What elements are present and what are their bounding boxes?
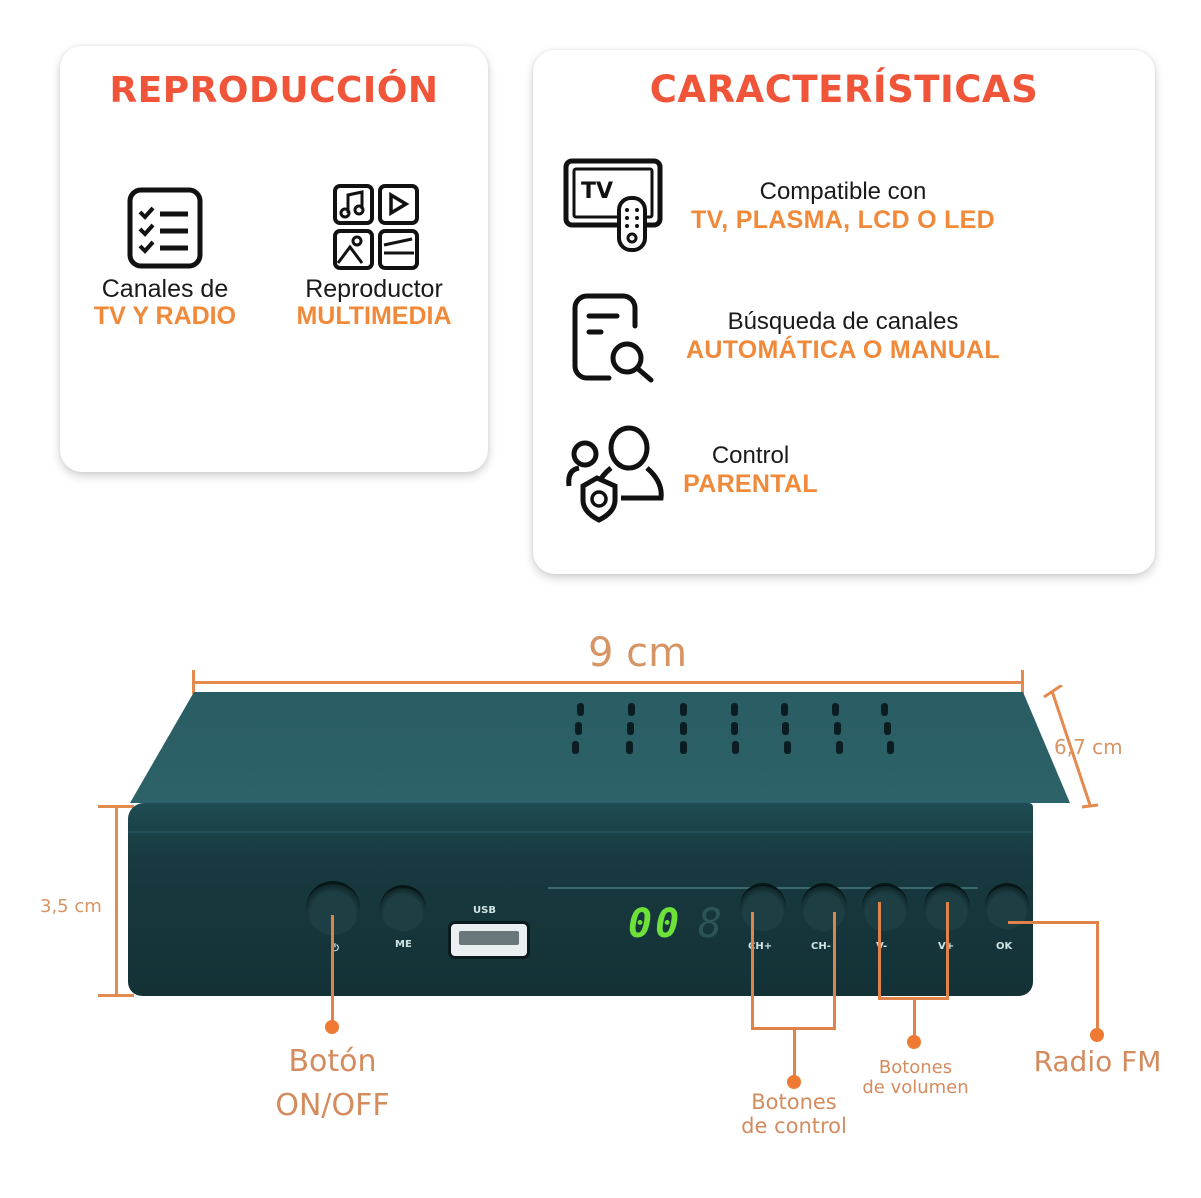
vent: [627, 722, 634, 735]
feature-line1: Búsqueda de canales: [727, 308, 959, 335]
vent: [832, 703, 839, 716]
ok-label: OK: [996, 941, 1013, 952]
control-callout-dot: [787, 1075, 801, 1089]
checklist-icon: [127, 187, 203, 269]
volume-callout-line: [946, 902, 949, 999]
control-callout-stem: [793, 1027, 796, 1082]
callout-line2: de volumen: [862, 1077, 969, 1098]
document-search-icon: [572, 293, 654, 383]
vent: [881, 703, 888, 716]
vol-down-label: V-: [876, 941, 888, 952]
parental-shield-icon: [566, 425, 664, 523]
feature-line2: PARENTAL: [683, 470, 818, 498]
depth-label: 6,7 cm: [1054, 735, 1123, 759]
led-display-ghost: 8: [698, 901, 723, 947]
vent: [834, 722, 841, 735]
volume-callout-dot: [907, 1035, 921, 1049]
svg-text:TV: TV: [581, 179, 613, 204]
callout-line1: Botones: [878, 1057, 953, 1078]
vent: [577, 703, 584, 716]
callout-line1: Botones: [751, 1090, 837, 1114]
feature-line2: MULTIMEDIA: [296, 302, 452, 330]
radio-callout-stem: [1096, 921, 1099, 1031]
ch-up-label: CH+: [748, 941, 773, 952]
menu-button[interactable]: [380, 885, 426, 931]
control-callout-line: [833, 912, 836, 1029]
height-dimension-tick: [98, 994, 134, 997]
front-trim-line: [128, 831, 1033, 833]
vent: [836, 741, 843, 754]
vent: [572, 741, 579, 754]
height-label: 3,5 cm: [40, 896, 102, 917]
callout-line2: de control: [741, 1114, 847, 1138]
power-button-label: ⏻: [331, 943, 339, 954]
power-callout-line: [331, 915, 334, 1025]
callout-line1: Radio FM: [1033, 1045, 1162, 1078]
vent: [887, 741, 894, 754]
width-label: 9 cm: [588, 630, 688, 676]
feature-line2: TV, PLASMA, LCD O LED: [690, 206, 995, 234]
callout-line2: ON/OFF: [275, 1088, 390, 1123]
caracteristicas-card: CARACTERÍSTICAS TV Compatible con TV, PL…: [533, 50, 1155, 574]
power-callout: Botón ON/OFF: [250, 1040, 415, 1128]
feature-line1: Compatible con: [759, 178, 927, 205]
usb-port[interactable]: [448, 921, 530, 959]
ch-down-label: CH-: [811, 941, 831, 952]
feature-multimedia: Reproductor MULTIMEDIA: [284, 276, 464, 330]
width-dimension-tick: [192, 670, 195, 694]
vent: [781, 703, 788, 716]
usb-label: USB: [473, 905, 496, 916]
width-dimension-tick: [1021, 670, 1024, 694]
vent: [732, 741, 739, 754]
radio-callout-line: [1008, 921, 1098, 924]
caracteristicas-title: CARACTERÍSTICAS: [649, 68, 1039, 111]
vent: [784, 741, 791, 754]
radio-callout: Radio FM: [1020, 1048, 1175, 1076]
height-dimension-line: [115, 807, 118, 997]
vent: [680, 722, 687, 735]
multimedia-icon: [333, 184, 419, 270]
vent: [628, 703, 635, 716]
vent: [884, 722, 891, 735]
vent: [575, 722, 582, 735]
led-display: 00: [628, 901, 683, 947]
depth-dimension-line: [1043, 685, 1099, 809]
height-dimension-tick: [98, 805, 134, 808]
radio-callout-dot: [1090, 1028, 1104, 1042]
volume-callout: Botones de volumen: [848, 1058, 983, 1098]
feature-line1: Reproductor: [305, 275, 443, 303]
vol-down-button[interactable]: [862, 883, 908, 931]
feature-line2: TV Y RADIO: [93, 302, 237, 330]
control-callout-line: [751, 912, 754, 1029]
width-dimension-line: [192, 681, 1022, 684]
power-callout-dot: [325, 1020, 339, 1034]
ch-down-button[interactable]: [801, 883, 847, 931]
callout-line1: Botón: [288, 1044, 377, 1079]
feature-line2: AUTOMÁTICA O MANUAL: [685, 336, 1000, 364]
device-top-surface: [130, 692, 1070, 803]
vent: [731, 703, 738, 716]
feature-line1: Control: [711, 442, 790, 469]
vent: [626, 741, 633, 754]
device-front-panel: ⏻ ME USB 00 8 CH+ CH- V- V+ OK: [128, 803, 1033, 996]
reproduccion-card: REPRODUCCIÓN Canales de TV Y RADIO Repro…: [60, 46, 488, 472]
control-callout: Botones de control: [724, 1090, 864, 1138]
vent: [782, 722, 789, 735]
feature-tv-radio: Canales de TV Y RADIO: [80, 276, 250, 330]
feature-line1: Canales de: [101, 275, 229, 303]
reproduccion-title: REPRODUCCIÓN: [109, 70, 439, 111]
volume-callout-line: [878, 902, 881, 999]
vent: [680, 741, 687, 754]
volume-callout-stem: [913, 997, 916, 1042]
menu-button-label: ME: [395, 939, 412, 950]
vent: [680, 703, 687, 716]
ch-up-button[interactable]: [740, 883, 786, 931]
tv-remote-icon: TV: [563, 158, 663, 252]
vent: [731, 722, 738, 735]
